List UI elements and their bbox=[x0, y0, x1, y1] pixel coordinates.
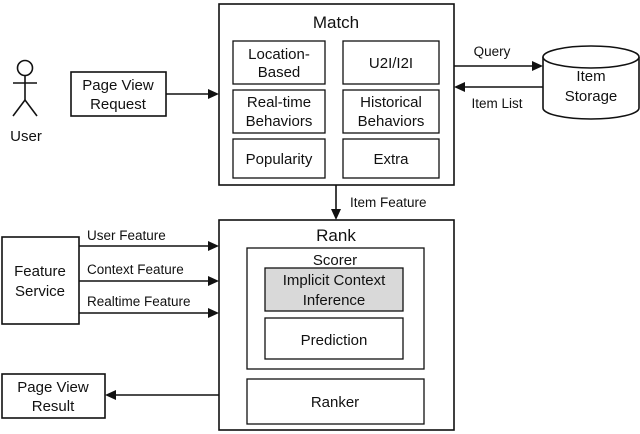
realtime-feature-arrow: Realtime Feature bbox=[79, 294, 219, 318]
match-block: Match Location- Based U2I/I2I Real-time … bbox=[218, 3, 455, 186]
feature-service-box: Feature Service bbox=[1, 236, 80, 325]
extra-box: Extra bbox=[342, 138, 440, 179]
prediction-label: Prediction bbox=[301, 332, 368, 349]
realtime-behaviors-line2: Behaviors bbox=[246, 113, 313, 130]
location-based-line2: Based bbox=[258, 64, 301, 81]
item-list-arrow: Item List bbox=[454, 82, 543, 111]
feature-service-line1: Feature bbox=[14, 263, 66, 280]
extra-label: Extra bbox=[373, 151, 409, 168]
request-to-match-arrow bbox=[166, 89, 219, 99]
item-storage-database: Item Storage bbox=[542, 45, 640, 120]
item-storage-line1: Item bbox=[576, 68, 605, 85]
feature-service-line2: Service bbox=[15, 283, 65, 300]
page-view-request-line1: Page View bbox=[82, 77, 154, 94]
query-label: Query bbox=[474, 44, 511, 59]
realtime-behaviors-box: Real-time Behaviors bbox=[232, 89, 326, 134]
realtime-feature-label: Realtime Feature bbox=[87, 294, 191, 309]
rank-to-result-arrow bbox=[105, 390, 219, 400]
page-view-request-box: Page View Request bbox=[70, 71, 167, 117]
user-feature-label: User Feature bbox=[87, 228, 166, 243]
context-feature-arrow: Context Feature bbox=[79, 262, 219, 286]
ranker-label: Ranker bbox=[311, 394, 359, 411]
ranker-box: Ranker bbox=[246, 378, 425, 425]
user-feature-arrow: User Feature bbox=[79, 228, 219, 251]
location-based-box: Location- Based bbox=[232, 40, 326, 85]
context-feature-label: Context Feature bbox=[87, 262, 184, 277]
user-stick-figure-icon bbox=[12, 59, 38, 117]
scorer-title: Scorer bbox=[313, 252, 357, 269]
rank-block: Rank Scorer Implicit Context Inference P… bbox=[218, 219, 455, 431]
page-view-request-line2: Request bbox=[90, 96, 147, 113]
item-feature-arrow: Item Feature bbox=[331, 185, 427, 220]
database-cylinder-icon bbox=[542, 45, 640, 120]
popularity-label: Popularity bbox=[246, 151, 313, 168]
historical-behaviors-box: Historical Behaviors bbox=[342, 89, 440, 134]
page-view-result-box: Page View Result bbox=[1, 373, 106, 419]
implicit-context-inference-line1: Implicit Context bbox=[283, 272, 386, 289]
item-list-label: Item List bbox=[471, 96, 522, 111]
item-storage-line2: Storage bbox=[565, 88, 618, 105]
u2i-i2i-label: U2I/I2I bbox=[369, 55, 413, 72]
implicit-context-inference-box: Implicit Context Inference bbox=[264, 267, 404, 312]
query-arrow: Query bbox=[454, 44, 543, 71]
user-label: User bbox=[10, 128, 42, 145]
u2i-i2i-box: U2I/I2I bbox=[342, 40, 440, 85]
prediction-box: Prediction bbox=[264, 317, 404, 360]
historical-behaviors-line1: Historical bbox=[360, 94, 422, 111]
item-feature-label: Item Feature bbox=[350, 195, 427, 210]
popularity-box: Popularity bbox=[232, 138, 326, 179]
page-view-result-line1: Page View bbox=[17, 379, 89, 396]
match-title: Match bbox=[313, 13, 359, 32]
scorer-box: Scorer Implicit Context Inference Predic… bbox=[246, 247, 425, 370]
realtime-behaviors-line1: Real-time bbox=[247, 94, 311, 111]
location-based-line1: Location- bbox=[248, 46, 310, 63]
historical-behaviors-line2: Behaviors bbox=[358, 113, 425, 130]
rank-title: Rank bbox=[316, 226, 356, 245]
page-view-result-line2: Result bbox=[32, 398, 75, 415]
implicit-context-inference-line2: Inference bbox=[303, 292, 366, 309]
user-actor: User bbox=[10, 59, 42, 145]
